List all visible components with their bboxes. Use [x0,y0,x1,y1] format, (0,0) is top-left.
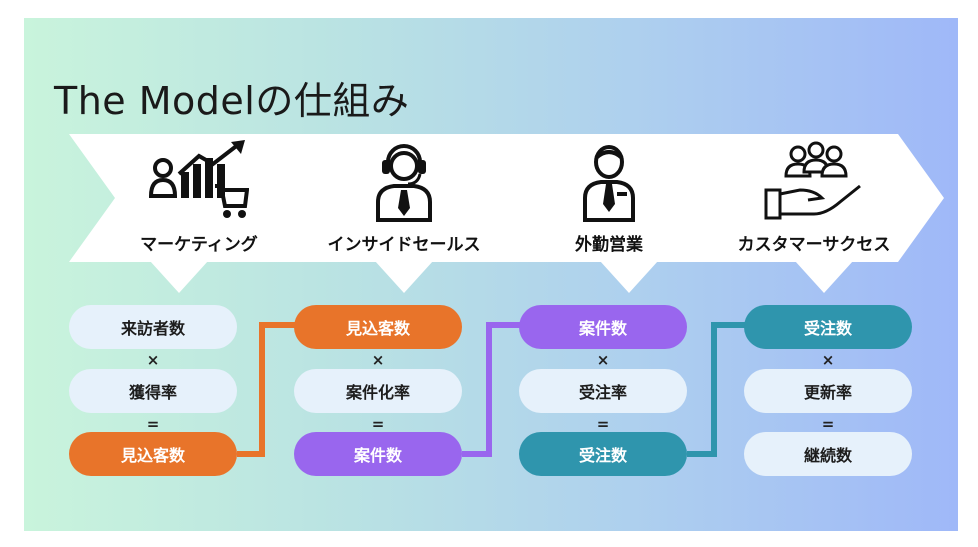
metric-renewal-rate: 更新率 [744,369,912,413]
connector-orange [237,322,295,457]
equals-operator: = [371,415,385,433]
equals-operator: = [146,415,160,433]
times-operator: × [821,351,835,369]
headset-person-icon [354,140,454,222]
metric-leads: 見込客数 [294,305,462,349]
metric-win-rate: 受注率 [519,369,687,413]
equals-operator: = [821,415,835,433]
metric-opportunity-rate: 案件化率 [294,369,462,413]
page-title: The Modelの仕組み [54,79,410,123]
stage-label: カスタマーサクセス [737,235,891,255]
customer-care-icon [764,140,864,222]
metric-visitors: 来訪者数 [69,305,237,349]
stage-label: 外勤営業 [575,235,643,255]
times-operator: × [146,351,160,369]
stage-inside-sales: インサイドセールス [274,134,534,262]
stage-label: マーケティング [140,235,258,255]
marketing-icon [149,140,249,222]
metric-leads: 見込客数 [69,432,237,476]
times-operator: × [596,351,610,369]
stage-label: インサイドセールス [327,235,481,255]
metric-opportunities: 案件数 [294,432,462,476]
times-operator: × [371,351,385,369]
flow-connectors [237,322,745,457]
metric-opportunities: 案件数 [519,305,687,349]
metric-orders: 受注数 [744,305,912,349]
salesperson-icon [559,140,659,222]
metric-acquisition-rate: 獲得率 [69,369,237,413]
metric-orders: 受注数 [519,432,687,476]
connector-teal [687,322,745,457]
connector-purple [462,322,520,457]
equals-operator: = [596,415,610,433]
slide: The Modelの仕組み マーケティング [24,18,958,531]
metric-retained: 継続数 [744,432,912,476]
